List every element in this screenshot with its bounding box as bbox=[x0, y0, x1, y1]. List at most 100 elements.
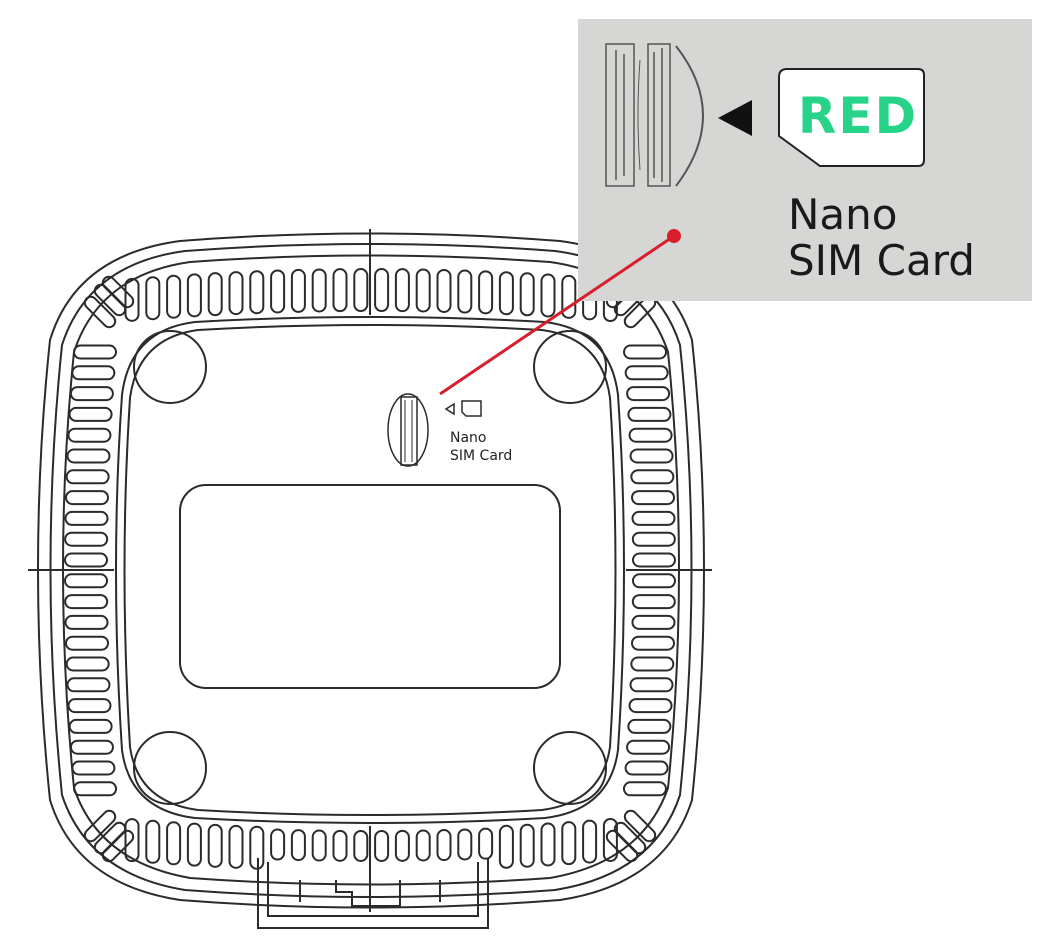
vent-slot-top bbox=[166, 274, 182, 319]
vent-slot-left bbox=[64, 594, 109, 610]
vent-slot-corner bbox=[83, 809, 117, 843]
vent-slot-bottom bbox=[270, 828, 286, 861]
vent-slot-top bbox=[353, 268, 369, 313]
vent-slot-left bbox=[64, 573, 109, 589]
vent-slot-bottom bbox=[207, 823, 223, 868]
vent-slot-bottom bbox=[311, 829, 327, 862]
vent-slot-bottom bbox=[602, 817, 618, 862]
device-arrow-icon bbox=[444, 402, 455, 416]
inner-panel bbox=[115, 316, 625, 824]
vent-slots bbox=[64, 268, 676, 870]
vent-slot-right bbox=[631, 552, 676, 568]
device-sim-slot-opening bbox=[387, 393, 429, 467]
foot-top-left bbox=[133, 330, 207, 404]
vent-slot-top bbox=[519, 272, 535, 317]
vent-slot-left bbox=[64, 614, 109, 630]
vent-slot-right bbox=[626, 739, 671, 755]
leader-line bbox=[439, 234, 675, 396]
vent-slot-right bbox=[622, 781, 667, 797]
vent-slot-bottom bbox=[519, 823, 535, 868]
vent-slot-bottom bbox=[457, 828, 473, 861]
vent-slot-bottom bbox=[332, 829, 348, 862]
vent-slot-top bbox=[561, 274, 577, 319]
vent-slot-left bbox=[67, 698, 112, 714]
callout-arrow-icon bbox=[718, 100, 752, 136]
vent-slot-left bbox=[69, 739, 114, 755]
vent-slot-top bbox=[540, 273, 556, 318]
vent-slot-right bbox=[628, 698, 673, 714]
vent-slot-left bbox=[64, 490, 109, 506]
vent-slot-top bbox=[228, 271, 244, 316]
callout-label-line1: Nano bbox=[788, 190, 897, 239]
inner-panel-line bbox=[123, 324, 617, 816]
device-sim-tray bbox=[400, 396, 418, 466]
vent-slot-top bbox=[394, 268, 410, 313]
vent-slot-bottom bbox=[166, 821, 182, 866]
vent-slot-top bbox=[436, 268, 452, 313]
vent-slot-bottom bbox=[124, 818, 140, 863]
foot-top-right bbox=[533, 330, 607, 404]
vent-slot-left bbox=[69, 386, 114, 402]
vent-slot-left bbox=[71, 760, 116, 776]
vent-slot-right bbox=[629, 677, 674, 693]
vent-slot-left bbox=[67, 427, 112, 443]
callout-sim-slot bbox=[605, 43, 704, 187]
vent-slot-left bbox=[68, 718, 113, 734]
vent-slot-top bbox=[207, 272, 223, 317]
vent-slot-top bbox=[124, 277, 140, 322]
vent-slot-bottom bbox=[561, 821, 577, 866]
vent-slot-bottom bbox=[582, 819, 598, 864]
vent-slot-bottom bbox=[145, 819, 161, 864]
vent-slot-bottom bbox=[415, 829, 431, 862]
vent-slot-right bbox=[630, 656, 675, 672]
vent-slot-right bbox=[628, 427, 673, 443]
vent-slot-left bbox=[65, 469, 110, 485]
vent-slot-corner bbox=[101, 275, 135, 309]
vent-slot-top bbox=[290, 268, 306, 313]
vent-slot-top bbox=[145, 276, 161, 321]
vent-slot-right bbox=[631, 531, 676, 547]
device-label-line1: Nano bbox=[450, 430, 487, 446]
vent-slot-right bbox=[627, 406, 672, 422]
vent-slot-bottom bbox=[540, 822, 556, 867]
vent-slot-left bbox=[71, 365, 116, 381]
vent-slot-top bbox=[478, 270, 494, 315]
router-body bbox=[28, 229, 712, 929]
vent-slot-bottom bbox=[290, 829, 306, 862]
vent-slot-bottom bbox=[374, 829, 390, 862]
vent-slot-bottom bbox=[353, 829, 369, 862]
vent-slot-left bbox=[65, 656, 110, 672]
vent-slot-top bbox=[311, 268, 327, 313]
callout-slot-curve bbox=[675, 45, 704, 187]
label-plate bbox=[179, 484, 561, 689]
vent-slot-right bbox=[623, 344, 668, 360]
vent-slot-right bbox=[626, 386, 671, 402]
callout-label-line2: SIM Card bbox=[788, 236, 975, 285]
vent-slot-left bbox=[64, 552, 109, 568]
device-label-line2: SIM Card bbox=[450, 448, 512, 464]
vent-slot-right bbox=[629, 448, 674, 464]
connector-housing bbox=[257, 858, 489, 929]
vent-slot-top bbox=[332, 268, 348, 313]
vent-slot-left bbox=[66, 677, 111, 693]
foot-bottom-right bbox=[533, 731, 607, 805]
vent-slot-left bbox=[73, 781, 118, 797]
vent-slot-bottom bbox=[394, 829, 410, 862]
vent-slot-right bbox=[631, 594, 676, 610]
device-sim-slot bbox=[387, 393, 429, 467]
vent-slot-bottom bbox=[186, 822, 202, 867]
vent-slot-left bbox=[72, 344, 117, 360]
housing-outer bbox=[37, 232, 705, 909]
vent-slot-top bbox=[186, 273, 202, 318]
sim-brand-logo: RED bbox=[798, 87, 918, 145]
device-sim-card-icon bbox=[461, 400, 482, 417]
foot-bottom-left bbox=[133, 731, 207, 805]
vent-slot-right bbox=[630, 469, 675, 485]
vent-slot-top bbox=[374, 268, 390, 313]
vent-slot-top bbox=[270, 269, 286, 314]
vent-slot-right bbox=[627, 718, 672, 734]
vent-slot-left bbox=[64, 510, 109, 526]
connector-detail bbox=[299, 880, 441, 907]
vent-slot-bottom bbox=[498, 824, 514, 869]
